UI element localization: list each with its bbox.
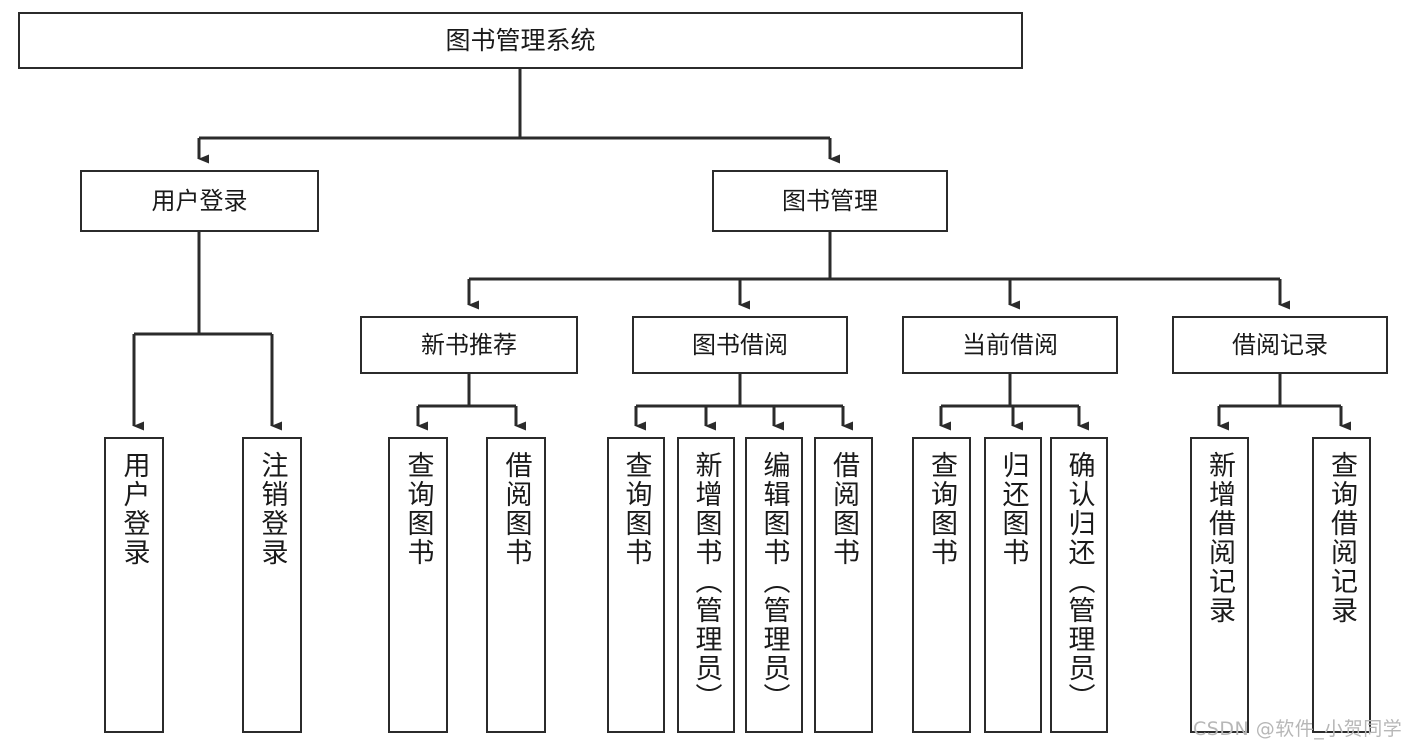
node-label: 确认归还（管理员） [1063, 451, 1095, 712]
node-borrow-record[interactable]: 借阅记录 [1172, 316, 1388, 374]
node-leaf-edit-book[interactable]: 编辑图书（管理员） [745, 437, 803, 733]
node-new-book-rec[interactable]: 新书推荐 [360, 316, 578, 374]
node-label: 图书管理 [782, 186, 878, 215]
node-label: 图书借阅 [692, 330, 788, 359]
node-leaf-user-logout[interactable]: 注销登录 [242, 437, 302, 733]
node-leaf-borrow-book-1[interactable]: 借阅图书 [486, 437, 546, 733]
node-label: 查询图书 [926, 451, 957, 567]
node-leaf-query-book-1[interactable]: 查询图书 [388, 437, 448, 733]
node-root[interactable]: 图书管理系统 [18, 12, 1023, 69]
node-label: 新增借阅记录 [1204, 451, 1235, 625]
node-leaf-user-login[interactable]: 用户登录 [104, 437, 164, 733]
node-leaf-add-book[interactable]: 新增图书（管理员） [677, 437, 735, 733]
node-label: 借阅图书 [828, 451, 859, 567]
node-label: 注销登录 [256, 451, 288, 567]
node-leaf-query-record[interactable]: 查询借阅记录 [1312, 437, 1371, 733]
node-leaf-query-book-2[interactable]: 查询图书 [607, 437, 665, 733]
node-book-manage[interactable]: 图书管理 [712, 170, 948, 232]
node-label: 当前借阅 [962, 330, 1058, 359]
node-label: 查询借阅记录 [1326, 451, 1357, 625]
node-leaf-query-book-3[interactable]: 查询图书 [912, 437, 971, 733]
node-label: 归还图书 [997, 451, 1029, 567]
node-label: 查询图书 [620, 451, 652, 567]
node-label: 借阅图书 [500, 451, 532, 567]
node-leaf-borrow-book-2[interactable]: 借阅图书 [814, 437, 873, 733]
node-label: 查询图书 [402, 451, 434, 567]
edge-group [132, 69, 1351, 431]
node-current-borrow[interactable]: 当前借阅 [902, 316, 1118, 374]
node-label: 编辑图书（管理员） [758, 451, 790, 712]
node-label: 新书推荐 [421, 330, 517, 359]
node-leaf-return-book[interactable]: 归还图书 [984, 437, 1042, 733]
node-label: 用户登录 [118, 451, 150, 567]
node-label: 借阅记录 [1232, 330, 1328, 359]
node-label: 图书管理系统 [445, 25, 596, 55]
node-leaf-add-record[interactable]: 新增借阅记录 [1190, 437, 1249, 733]
node-leaf-confirm-return[interactable]: 确认归还（管理员） [1050, 437, 1108, 733]
node-user-login[interactable]: 用户登录 [80, 170, 319, 232]
node-book-borrow[interactable]: 图书借阅 [632, 316, 848, 374]
node-label: 新增图书（管理员） [690, 451, 722, 712]
node-label: 用户登录 [151, 186, 248, 215]
